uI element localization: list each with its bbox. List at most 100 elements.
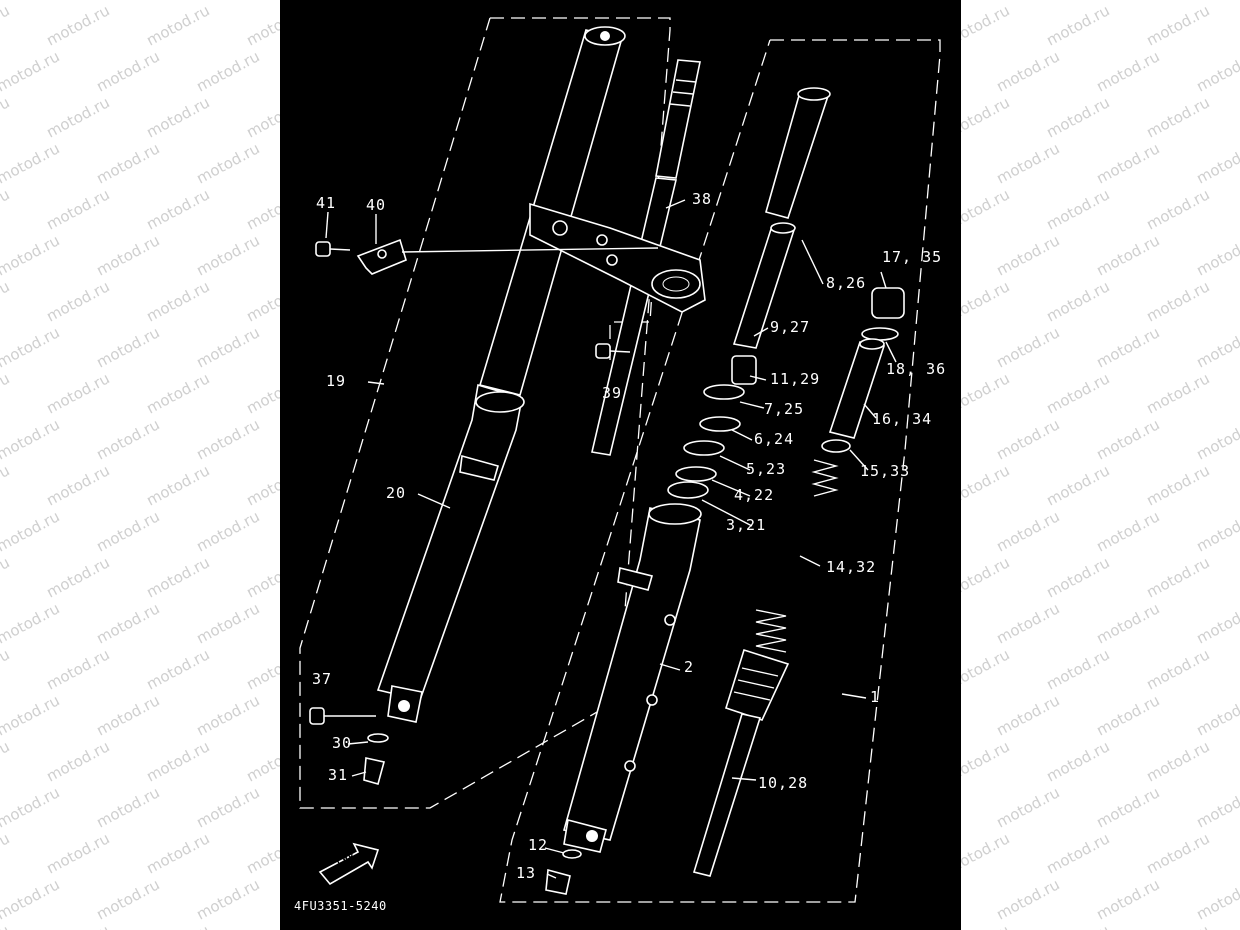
callout-4-22: 4,22 bbox=[734, 486, 775, 504]
watermark-text: motod.ru bbox=[1093, 507, 1162, 555]
watermark-text: motod.ru bbox=[143, 737, 212, 785]
cap-bolt-17 bbox=[861, 287, 905, 341]
watermark-text: motod.ru bbox=[0, 323, 63, 371]
callout-41: 41 bbox=[316, 194, 337, 212]
seal-stack bbox=[667, 355, 757, 499]
callout-38: 38 bbox=[692, 190, 713, 208]
fwd-arrow-icon bbox=[318, 842, 380, 886]
watermark-text: motod.ru bbox=[993, 599, 1062, 647]
right-assembly-boundary bbox=[499, 39, 941, 903]
watermark-text: motod.ru bbox=[1193, 415, 1240, 463]
watermark-text: motod.ru bbox=[93, 875, 162, 923]
bolt-41 bbox=[315, 241, 351, 257]
watermark-text: motod.ru bbox=[43, 93, 112, 141]
callout-6-24: 6,24 bbox=[754, 430, 795, 448]
watermark-text: motod.ru bbox=[0, 875, 63, 923]
watermark-text: motod.ru bbox=[93, 507, 162, 555]
front-fork-exploded-drawing bbox=[299, 17, 941, 903]
watermark-text: motod.ru bbox=[1043, 921, 1112, 930]
callout-3-21: 3,21 bbox=[726, 516, 767, 534]
watermark-text: motod.ru bbox=[43, 277, 112, 325]
triple-clamp-38 bbox=[529, 202, 706, 313]
watermark-text: motod.ru bbox=[143, 645, 212, 693]
watermark-text: motod.ru bbox=[143, 553, 212, 601]
callout-2: 2 bbox=[684, 658, 695, 676]
watermark-text: motod.ru bbox=[0, 921, 13, 930]
watermark-text: motod.ru bbox=[93, 599, 162, 647]
watermark-text: motod.ru bbox=[1143, 1, 1212, 49]
watermark-text: motod.ru bbox=[0, 737, 13, 785]
fork-spring-14 bbox=[725, 609, 790, 721]
watermark-text: motod.ru bbox=[1043, 1, 1112, 49]
washer-30 bbox=[367, 733, 389, 743]
watermark-text: motod.ru bbox=[143, 369, 212, 417]
watermark-text: motod.ru bbox=[1093, 783, 1162, 831]
watermark-text: motod.ru bbox=[1093, 599, 1162, 647]
callout-31: 31 bbox=[328, 766, 349, 784]
bracket-40 bbox=[356, 238, 407, 275]
watermark-text: motod.ru bbox=[1143, 93, 1212, 141]
watermark-text: motod.ru bbox=[993, 323, 1062, 371]
watermark-text: motod.ru bbox=[0, 277, 13, 325]
watermark-text: motod.ru bbox=[0, 507, 63, 555]
callout-12: 12 bbox=[528, 836, 549, 854]
watermark-text: motod.ru bbox=[1143, 737, 1212, 785]
watermark-text: motod.ru bbox=[1193, 507, 1240, 555]
watermark-text: motod.ru bbox=[193, 599, 262, 647]
watermark-text: motod.ru bbox=[193, 507, 262, 555]
watermark-text: motod.ru bbox=[1143, 369, 1212, 417]
watermark-text: motod.ru bbox=[1143, 921, 1212, 930]
watermark-text: motod.ru bbox=[43, 645, 112, 693]
callout-16-34: 16, 34 bbox=[872, 410, 933, 428]
part-code: 4FU3351-5240 bbox=[294, 899, 387, 913]
watermark-text: motod.ru bbox=[1043, 277, 1112, 325]
watermark-text: motod.ru bbox=[993, 231, 1062, 279]
watermark-text: motod.ru bbox=[0, 0, 63, 4]
watermark-text: motod.ru bbox=[43, 921, 112, 930]
watermark-text: motod.ru bbox=[93, 415, 162, 463]
watermark-text: motod.ru bbox=[993, 47, 1062, 95]
watermark-text: motod.ru bbox=[143, 185, 212, 233]
watermark-text: motod.ru bbox=[143, 829, 212, 877]
watermark-text: motod.ru bbox=[1043, 369, 1112, 417]
callout-17-35: 17, 35 bbox=[882, 248, 943, 266]
watermark-text: motod.ru bbox=[993, 415, 1062, 463]
watermark-text: motod.ru bbox=[1143, 553, 1212, 601]
watermark-text: motod.ru bbox=[1143, 645, 1212, 693]
watermark-text: motod.ru bbox=[43, 553, 112, 601]
leader-lines bbox=[325, 199, 897, 879]
callout-9-27: 9,27 bbox=[770, 318, 811, 336]
watermark-text: motod.ru bbox=[0, 185, 13, 233]
watermark-text: motod.ru bbox=[1043, 737, 1112, 785]
callout-8-26: 8,26 bbox=[826, 274, 867, 292]
watermark-text: motod.ru bbox=[0, 1, 13, 49]
left-assembly-boundary bbox=[299, 17, 671, 809]
watermark-text: motod.ru bbox=[0, 599, 63, 647]
watermark-text: motod.ru bbox=[1193, 875, 1240, 923]
bolt-39 bbox=[595, 343, 631, 359]
watermark-text: motod.ru bbox=[93, 231, 162, 279]
watermark-text: motod.ru bbox=[143, 921, 212, 930]
watermark-text: motod.ru bbox=[93, 783, 162, 831]
bolt-37 bbox=[309, 707, 376, 725]
callout-20: 20 bbox=[386, 484, 407, 502]
watermark-text: motod.ru bbox=[0, 829, 13, 877]
callout-11-29: 11,29 bbox=[770, 370, 821, 388]
watermark-text: motod.ru bbox=[1093, 323, 1162, 371]
callout-5-23: 5,23 bbox=[746, 460, 787, 478]
callout-37: 37 bbox=[312, 670, 333, 688]
watermark-text: motod.ru bbox=[1143, 461, 1212, 509]
watermark-text: motod.ru bbox=[1093, 47, 1162, 95]
watermark-text: motod.ru bbox=[993, 875, 1062, 923]
watermark-text: motod.ru bbox=[193, 415, 262, 463]
watermark-text: motod.ru bbox=[0, 691, 63, 739]
watermark-text: motod.ru bbox=[1193, 691, 1240, 739]
bolt-31 bbox=[363, 757, 385, 785]
watermark-text: motod.ru bbox=[0, 139, 63, 187]
watermark-text: motod.ru bbox=[0, 47, 63, 95]
lower-tube-20 bbox=[376, 383, 525, 723]
watermark-text: motod.ru bbox=[143, 1, 212, 49]
watermark-text: motod.ru bbox=[0, 645, 13, 693]
watermark-text: motod.ru bbox=[1093, 231, 1162, 279]
watermark-text: motod.ru bbox=[93, 47, 162, 95]
